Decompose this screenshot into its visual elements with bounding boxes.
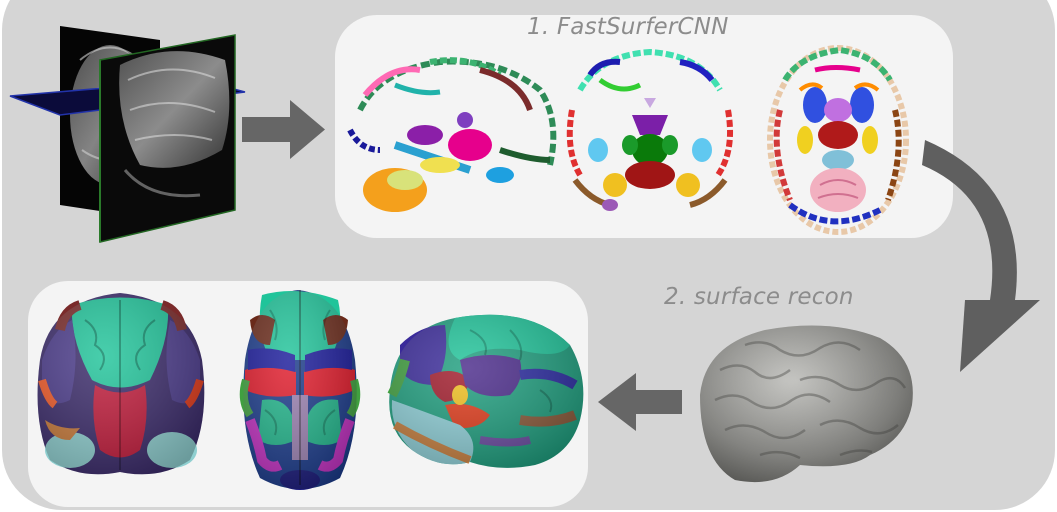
step1-label: 1. FastSurferCNN [527, 14, 729, 40]
sagittal-segmentation-icon [347, 57, 557, 212]
step2-label: 2. surface recon [664, 284, 854, 310]
arrow-left-icon [598, 373, 682, 431]
pial-surface-icon [700, 325, 913, 483]
coronal-segmentation-icon [566, 48, 733, 211]
parcellated-brain-posterior-icon [37, 293, 205, 475]
parcellated-brain-lateral-icon [387, 314, 584, 468]
arrow-right-icon [242, 100, 325, 159]
axial-segmentation-icon [767, 45, 909, 235]
mri-volume-icon [9, 26, 246, 243]
curved-arrow-icon [922, 140, 1040, 372]
parcellated-brain-superior-icon [239, 290, 361, 490]
